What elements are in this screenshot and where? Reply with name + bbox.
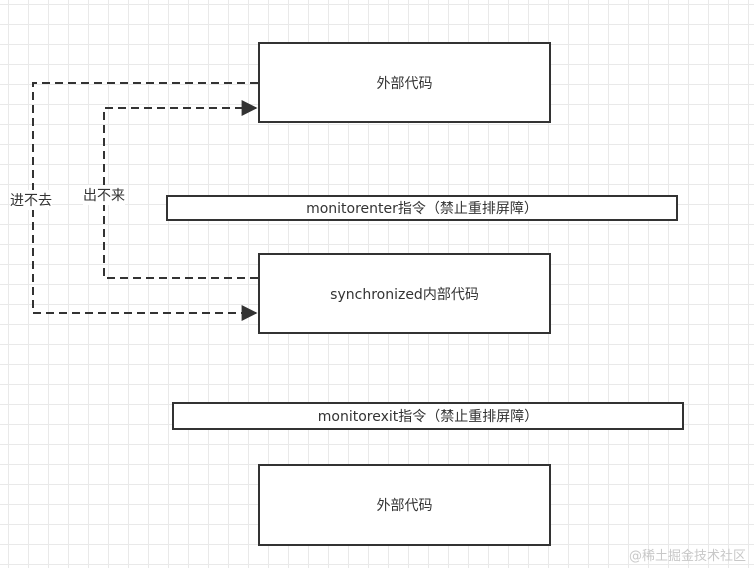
monitorexit-label: monitorexit指令（禁止重排屏障） [317,409,539,425]
cannot-exit-arrow [103,100,258,279]
monitorenter-label: monitorenter指令（禁止重排屏障） [306,201,538,217]
outer-code-top-label: 外部代码 [376,75,433,92]
monitorenter-bar: monitorenter指令（禁止重排屏障） [166,195,678,221]
watermark: @稀土掘金技术社区 [628,549,746,564]
synchronized-block-label: synchronized内部代码 [330,286,479,303]
synchronized-block-box: synchronized内部代码 [258,253,551,334]
outer-code-bottom-box: 外部代码 [258,464,551,546]
outer-code-bottom-label: 外部代码 [376,498,433,514]
cannot-exit-label: 出不来 [83,185,125,205]
outer-code-top-box: 外部代码 [258,42,551,123]
monitorexit-bar: monitorexit指令（禁止重排屏障） [172,402,684,430]
cannot-enter-label: 进不去 [10,190,52,210]
